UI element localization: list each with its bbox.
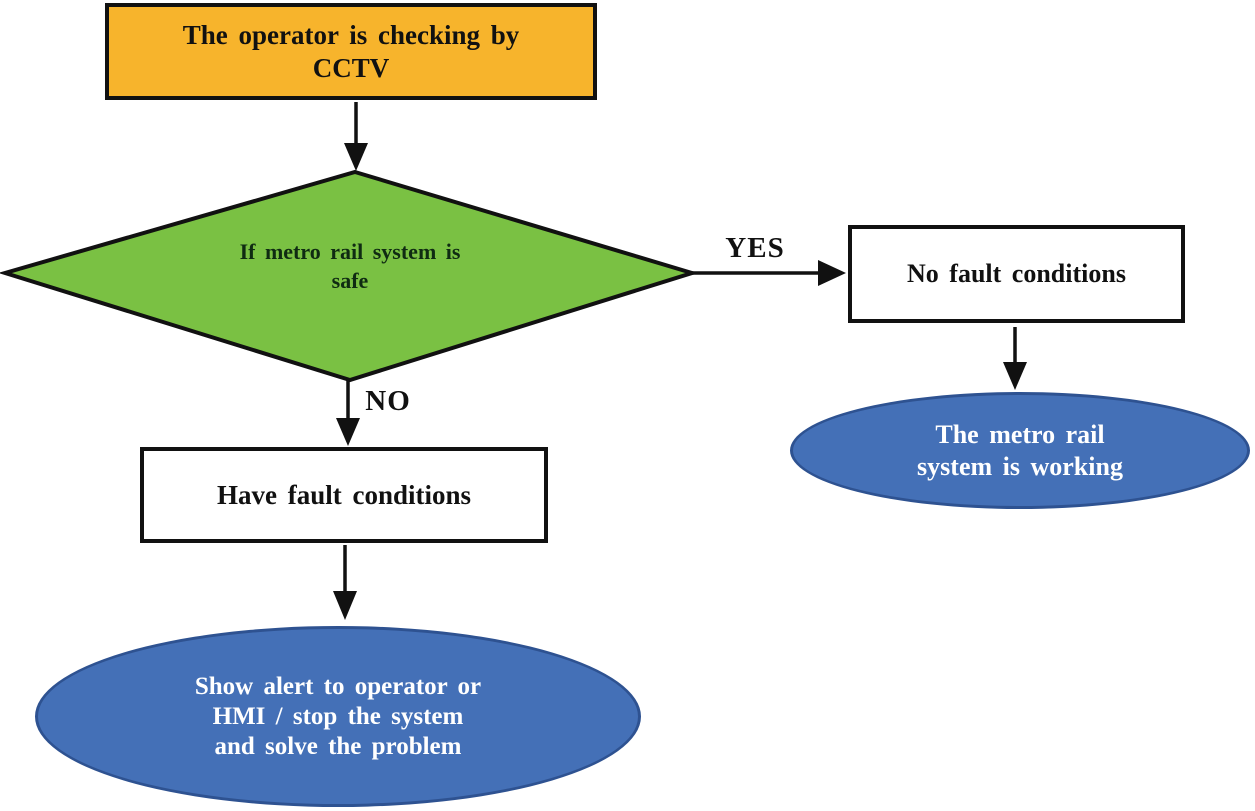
node-text-line: HMI / stop the system xyxy=(212,702,464,730)
node-text-line: safe xyxy=(331,268,369,293)
node-text-line: system is working xyxy=(917,451,1123,481)
edge-no-arrowhead xyxy=(336,418,360,446)
decision-node-metro-safe: If metro rail system is safe xyxy=(160,236,540,296)
node-text-line: and solve the problem xyxy=(214,732,462,760)
node-text-line: The operator is checking by xyxy=(182,19,520,50)
edge-label-no: NO xyxy=(365,385,411,417)
node-text-line: Have fault conditions xyxy=(216,479,472,510)
decision-diamond-shape xyxy=(0,169,699,383)
edge-check-to-decision-arrowhead xyxy=(344,143,368,171)
edge-have-fault-to-alert-arrowhead xyxy=(333,591,357,620)
node-text-line: CCTV xyxy=(312,52,390,83)
node-text-line: If metro rail system is xyxy=(239,239,461,264)
terminal-node-show-alert: Show alert to operator or HMI / stop the… xyxy=(35,626,641,807)
node-text-line: Show alert to operator or xyxy=(194,672,482,700)
process-node-have-fault: Have fault conditions xyxy=(140,447,548,543)
terminal-node-system-working: The metro rail system is working xyxy=(790,392,1250,509)
node-text-line: No fault conditions xyxy=(907,259,1126,288)
process-node-operator-check: The operator is checking by CCTV xyxy=(105,3,597,100)
edge-no-fault-to-working-arrowhead xyxy=(1003,362,1027,390)
process-node-no-fault: No fault conditions xyxy=(848,225,1185,323)
edge-label-yes: YES xyxy=(725,232,785,264)
node-text-line: The metro rail xyxy=(935,419,1105,449)
edge-yes-arrowhead xyxy=(818,260,846,286)
